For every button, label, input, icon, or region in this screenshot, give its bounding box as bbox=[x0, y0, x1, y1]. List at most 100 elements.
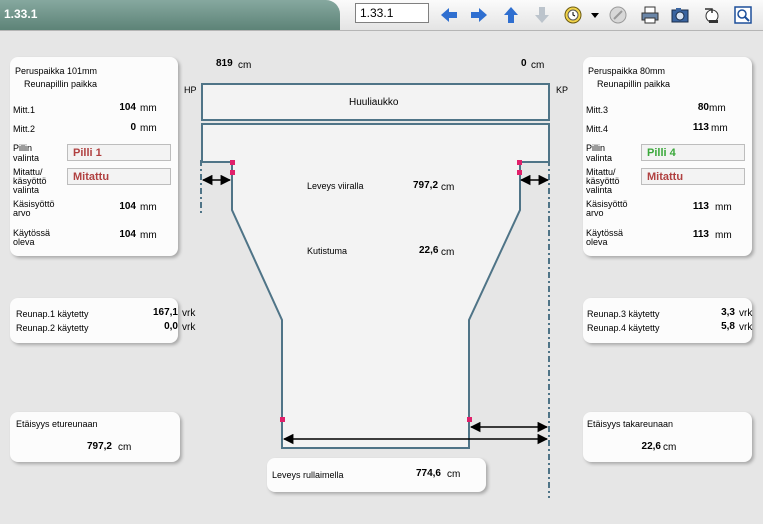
pilli-label-2: valinta bbox=[586, 153, 613, 163]
reunap4-unit: vrk bbox=[739, 322, 753, 333]
reunap4-label: Reunap.4 käytetty bbox=[587, 323, 660, 333]
dropdown-icon[interactable] bbox=[588, 3, 602, 27]
arrow-left-icon[interactable] bbox=[437, 3, 461, 27]
mit-label-1: Mitattu/ bbox=[13, 167, 43, 177]
reunap1-unit: vrk bbox=[182, 308, 196, 319]
marker-right-top bbox=[517, 160, 522, 165]
arrow-right-icon[interactable] bbox=[467, 3, 491, 27]
pilli-label-1: Pillin bbox=[13, 143, 33, 153]
kayt-label-1: Käytössä bbox=[586, 228, 624, 238]
kayt-label-2: oleva bbox=[586, 237, 608, 247]
printer-icon[interactable] bbox=[638, 3, 662, 27]
top-right-value: 0 bbox=[521, 58, 527, 69]
kasi-value[interactable]: 113 bbox=[692, 201, 709, 212]
mitt1-unit: mm bbox=[140, 103, 157, 114]
mitattu-select[interactable]: Mitattu bbox=[641, 168, 745, 185]
kasi-label-1: Käsisyöttö bbox=[13, 199, 55, 209]
mit-label-1: Mitattu/ bbox=[586, 167, 616, 177]
reunap-right-panel: Reunap.3 käytetty 3,3 vrk Reunap.4 käyte… bbox=[583, 298, 752, 343]
kasi-label-1: Käsisyöttö bbox=[586, 199, 628, 209]
viira-unit: cm bbox=[441, 182, 455, 193]
reunap2-value: 0,0 bbox=[164, 321, 178, 332]
kasi-label-2: arvo bbox=[13, 208, 31, 218]
huuliaukko-box bbox=[201, 83, 550, 121]
kayt-value: 104 bbox=[119, 229, 136, 240]
hp-label: HP bbox=[184, 85, 197, 95]
mitt1-value: 104 bbox=[119, 102, 136, 113]
top-left-unit: cm bbox=[238, 60, 252, 71]
pilli-select[interactable]: Pilli 4 bbox=[641, 144, 745, 161]
clock-icon[interactable] bbox=[561, 3, 585, 27]
pilli-label-1: Pillin bbox=[586, 143, 606, 153]
reunap1-value: 167,1 bbox=[152, 307, 178, 318]
mitt3-unit: mm bbox=[709, 103, 726, 114]
etaisyys-left-unit: cm bbox=[118, 442, 132, 453]
kasi-unit: mm bbox=[715, 202, 732, 213]
rullaimella-panel: Leveys rullaimella 774,6 cm bbox=[267, 458, 486, 492]
refresh-icon[interactable] bbox=[700, 3, 724, 27]
left-panel-title: Peruspaikka 101mm bbox=[15, 66, 98, 76]
reunap3-unit: vrk bbox=[739, 308, 753, 319]
kutistuma-label: Kutistuma bbox=[307, 246, 348, 256]
mitt3-label: Mitt.3 bbox=[586, 105, 609, 115]
top-right-unit: cm bbox=[531, 60, 545, 71]
kasi-label-2: arvo bbox=[586, 208, 604, 218]
marker-bottom-right bbox=[467, 417, 472, 422]
rullaimella-value: 774,6 bbox=[415, 468, 441, 479]
arrow-down-icon[interactable] bbox=[530, 3, 554, 27]
marker-bottom-left bbox=[280, 417, 285, 422]
title-tab: 1.33.1 bbox=[0, 0, 340, 30]
mitattu-select[interactable]: Mitattu bbox=[67, 168, 171, 185]
viira-value: 797,2 bbox=[413, 180, 439, 191]
kayt-label-2: oleva bbox=[13, 237, 35, 247]
kasi-value[interactable]: 104 bbox=[119, 201, 136, 212]
kp-label: KP bbox=[556, 85, 569, 95]
reunap1-label: Reunap.1 käytetty bbox=[16, 309, 89, 319]
marker-left-bottom bbox=[230, 170, 235, 175]
mitt2-value: 0 bbox=[130, 122, 136, 133]
mit-label-3: valinta bbox=[13, 185, 40, 195]
wire-shape bbox=[201, 123, 550, 449]
mitt2-label: Mitt.2 bbox=[13, 124, 36, 134]
etaisyys-right-value: 22,6 bbox=[641, 441, 661, 452]
kutistuma-unit: cm bbox=[441, 247, 455, 258]
kutistuma-value: 22,6 bbox=[419, 245, 439, 256]
zoom-icon[interactable] bbox=[731, 3, 755, 27]
kasi-unit: mm bbox=[140, 202, 157, 213]
etaisyys-right-unit: cm bbox=[663, 442, 677, 453]
mitt4-unit: mm bbox=[711, 123, 728, 134]
rullaimella-label: Leveys rullaimella bbox=[272, 470, 344, 480]
globe-icon[interactable] bbox=[606, 3, 630, 27]
pilli-label-2: valinta bbox=[13, 153, 40, 163]
mit-label-2: käsyöttö bbox=[13, 176, 47, 186]
arrow-up-icon[interactable] bbox=[499, 3, 523, 27]
kayt-unit: mm bbox=[140, 230, 157, 241]
pilli-select[interactable]: Pilli 1 bbox=[67, 144, 171, 161]
kayt-unit: mm bbox=[715, 230, 732, 241]
huuliaukko-label: Huuliaukko bbox=[349, 97, 399, 108]
reunap4-value: 5,8 bbox=[721, 321, 735, 332]
mit-label-3: valinta bbox=[586, 185, 613, 195]
etaisyys-left-label: Etäisyys etureunaan bbox=[16, 419, 98, 429]
mit-label-2: käsyöttö bbox=[586, 176, 620, 186]
reunap-left-panel: Reunap.1 käytetty 167,1 vrk Reunap.2 käy… bbox=[10, 298, 195, 343]
left-edge-panel: Peruspaikka 101mm Reunapillin paikka Mit… bbox=[10, 57, 178, 256]
left-panel-subtitle: Reunapillin paikka bbox=[24, 79, 98, 89]
top-left-value: 819 bbox=[216, 58, 233, 69]
page-number-input[interactable] bbox=[355, 3, 429, 23]
etaisyys-right-panel: Etäisyys takareunaan 22,6 cm bbox=[583, 412, 752, 462]
mitt2-unit: mm bbox=[140, 123, 157, 134]
reunap3-label: Reunap.3 käytetty bbox=[587, 309, 660, 319]
etaisyys-left-panel: Etäisyys etureunaan 797,2 cm bbox=[10, 412, 180, 462]
reunap2-unit: vrk bbox=[182, 322, 196, 333]
marker-left-top bbox=[230, 160, 235, 165]
camera-icon[interactable] bbox=[668, 3, 692, 27]
etaisyys-left-value: 797,2 bbox=[86, 441, 112, 452]
kayt-value: 113 bbox=[692, 229, 709, 240]
window-title: 1.33.1 bbox=[4, 7, 38, 21]
mitt3-value: 80 bbox=[697, 102, 709, 113]
mitt4-label: Mitt.4 bbox=[586, 124, 609, 134]
reunap3-value: 3,3 bbox=[721, 307, 735, 318]
kayt-label-1: Käytössä bbox=[13, 228, 51, 238]
